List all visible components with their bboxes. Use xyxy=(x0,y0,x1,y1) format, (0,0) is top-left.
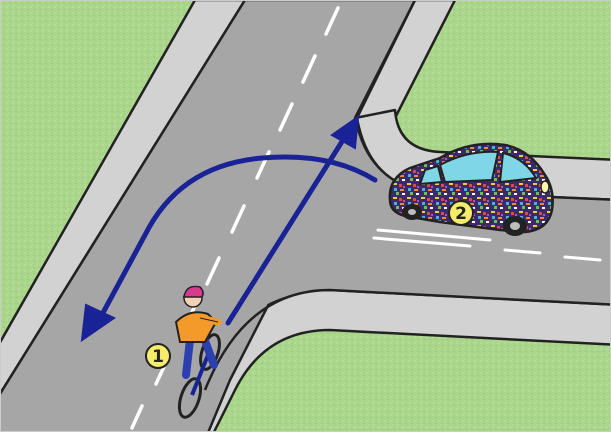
cyclist-marker: 1 xyxy=(146,344,170,368)
car-marker: 2 xyxy=(449,201,473,225)
car-marker-label: 2 xyxy=(455,204,467,224)
cyclist-marker-label: 1 xyxy=(152,347,164,367)
